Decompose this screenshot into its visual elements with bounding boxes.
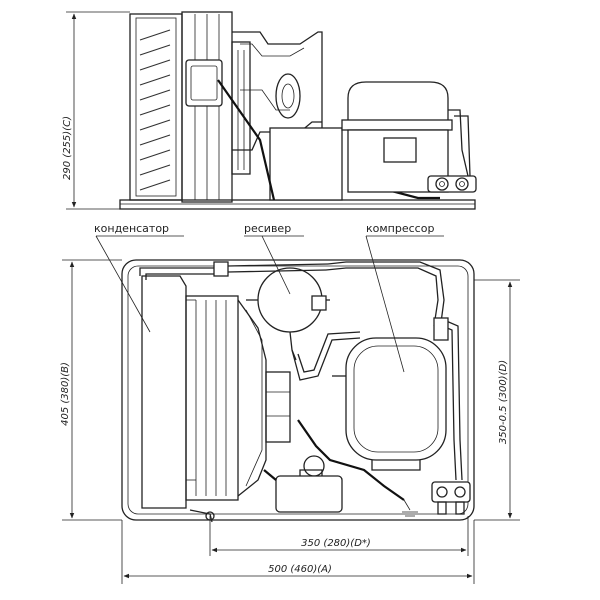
dimension-total-width-label: 500 (460)(A) xyxy=(268,564,332,575)
dimension-depth-left: 405 (380)(B) xyxy=(60,259,122,521)
label-receiver-group: ресивер xyxy=(244,222,304,295)
dimension-mount-width-label: 350 (280)(D*) xyxy=(301,538,371,549)
side-condenser xyxy=(129,11,233,203)
side-wiring xyxy=(217,79,276,201)
side-terminal-box xyxy=(269,127,343,201)
dimension-depth-left-label: 405 (380)(B) xyxy=(60,362,71,426)
dimension-height: 290 (255)(C) xyxy=(62,11,130,210)
top-service-valves xyxy=(431,481,471,515)
top-terminal-box xyxy=(275,455,343,513)
top-wiring xyxy=(297,419,405,501)
dimension-height-label: 290 (255)(C) xyxy=(62,116,73,180)
dimension-depth-right: 350-0.5 (300)(D) xyxy=(474,279,520,521)
label-compressor-group: компрессор xyxy=(365,222,444,373)
top-compressor xyxy=(332,337,447,471)
side-view: 290 (255)(C) xyxy=(62,11,477,210)
side-base-plate xyxy=(119,199,476,210)
label-receiver: ресивер xyxy=(244,222,291,235)
top-view: 405 (380)(B) 350-0.5 (300)(D) 350 (280)(… xyxy=(60,259,520,584)
label-condenser: конденсатор xyxy=(94,222,169,235)
side-compressor xyxy=(341,81,471,193)
top-receiver xyxy=(246,267,330,361)
dimension-mount-width: 350 (280)(D*) xyxy=(209,516,469,556)
top-frame xyxy=(121,259,475,521)
dimension-total-width: 500 (460)(A) xyxy=(121,520,475,584)
side-service-valves xyxy=(427,175,477,193)
dimension-depth-right-label: 350-0.5 (300)(D) xyxy=(498,360,509,444)
top-piping xyxy=(139,261,463,523)
top-condenser xyxy=(141,275,291,509)
label-compressor: компрессор xyxy=(366,222,434,235)
label-condenser-group: конденсатор xyxy=(94,222,184,333)
